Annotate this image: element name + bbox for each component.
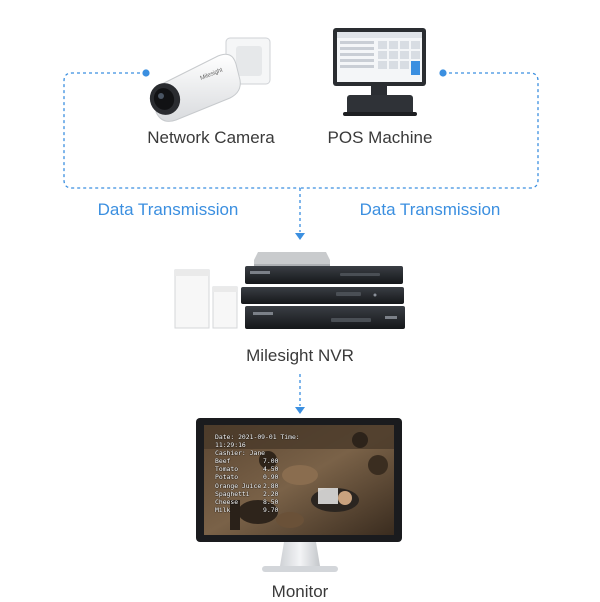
data-transmission-left-label: Data Transmission <box>97 200 239 219</box>
pos-receipt-overlay: Date: 2021-09-01 Time: 11:29:16 Cashier:… <box>215 433 325 514</box>
receipt-item-price: 8.50 <box>263 497 279 506</box>
receipt-item-price: 9.70 <box>263 505 279 514</box>
nvr-image <box>174 252 405 329</box>
receipt-item-price: 4.50 <box>263 465 279 474</box>
network-camera-label: Network Camera <box>147 128 275 147</box>
cafe-scene <box>204 425 394 530</box>
camera-port-dot <box>142 69 150 77</box>
receipt-item-price: 0.90 <box>263 473 279 482</box>
receipt-item-name: Orange Juice <box>215 481 262 490</box>
receipt-item: Beef 7.00 <box>215 457 325 465</box>
connection-lines <box>63 72 539 406</box>
pos-machine-label: POS Machine <box>327 128 433 147</box>
receipt-item: Milk 9.70 <box>215 506 325 514</box>
monitor-label: Monitor <box>271 582 329 601</box>
network-camera-image: Milesight <box>149 37 271 122</box>
receipt-date-line: Date: 2021-09-01 Time: 11:29:16 <box>215 433 300 450</box>
pos-machine-image <box>333 28 426 116</box>
receipt-item-name: Beef <box>215 457 231 466</box>
receipt-item-name: Potato <box>215 473 239 482</box>
receipt-item-price: 2.20 <box>263 489 279 498</box>
receipt-item-name: Tomato <box>215 465 239 474</box>
pos-port-dot <box>439 69 447 77</box>
receipt-item-name: Spaghetti <box>215 489 250 498</box>
arrow-head-monitor <box>295 407 305 414</box>
monitor-image <box>196 418 402 572</box>
receipt-item: Potato 0.90 <box>215 473 325 481</box>
receipt-item: Cheese 8.50 <box>215 498 325 506</box>
nvr-label: Milesight NVR <box>246 346 354 365</box>
receipt-cashier-line: Cashier: Jane <box>215 449 266 458</box>
receipt-item-name: Milk <box>215 505 231 514</box>
receipt-item: Tomato 4.50 <box>215 465 325 473</box>
receipt-item-price: 7.00 <box>263 457 279 466</box>
data-transmission-right-label: Data Transmission <box>359 200 501 219</box>
receipt-item-name: Cheese <box>215 497 239 506</box>
arrow-head-nvr <box>295 233 305 240</box>
receipt-item-price: 2.80 <box>263 481 279 490</box>
receipt-item: Spaghetti 2.20 <box>215 490 325 498</box>
